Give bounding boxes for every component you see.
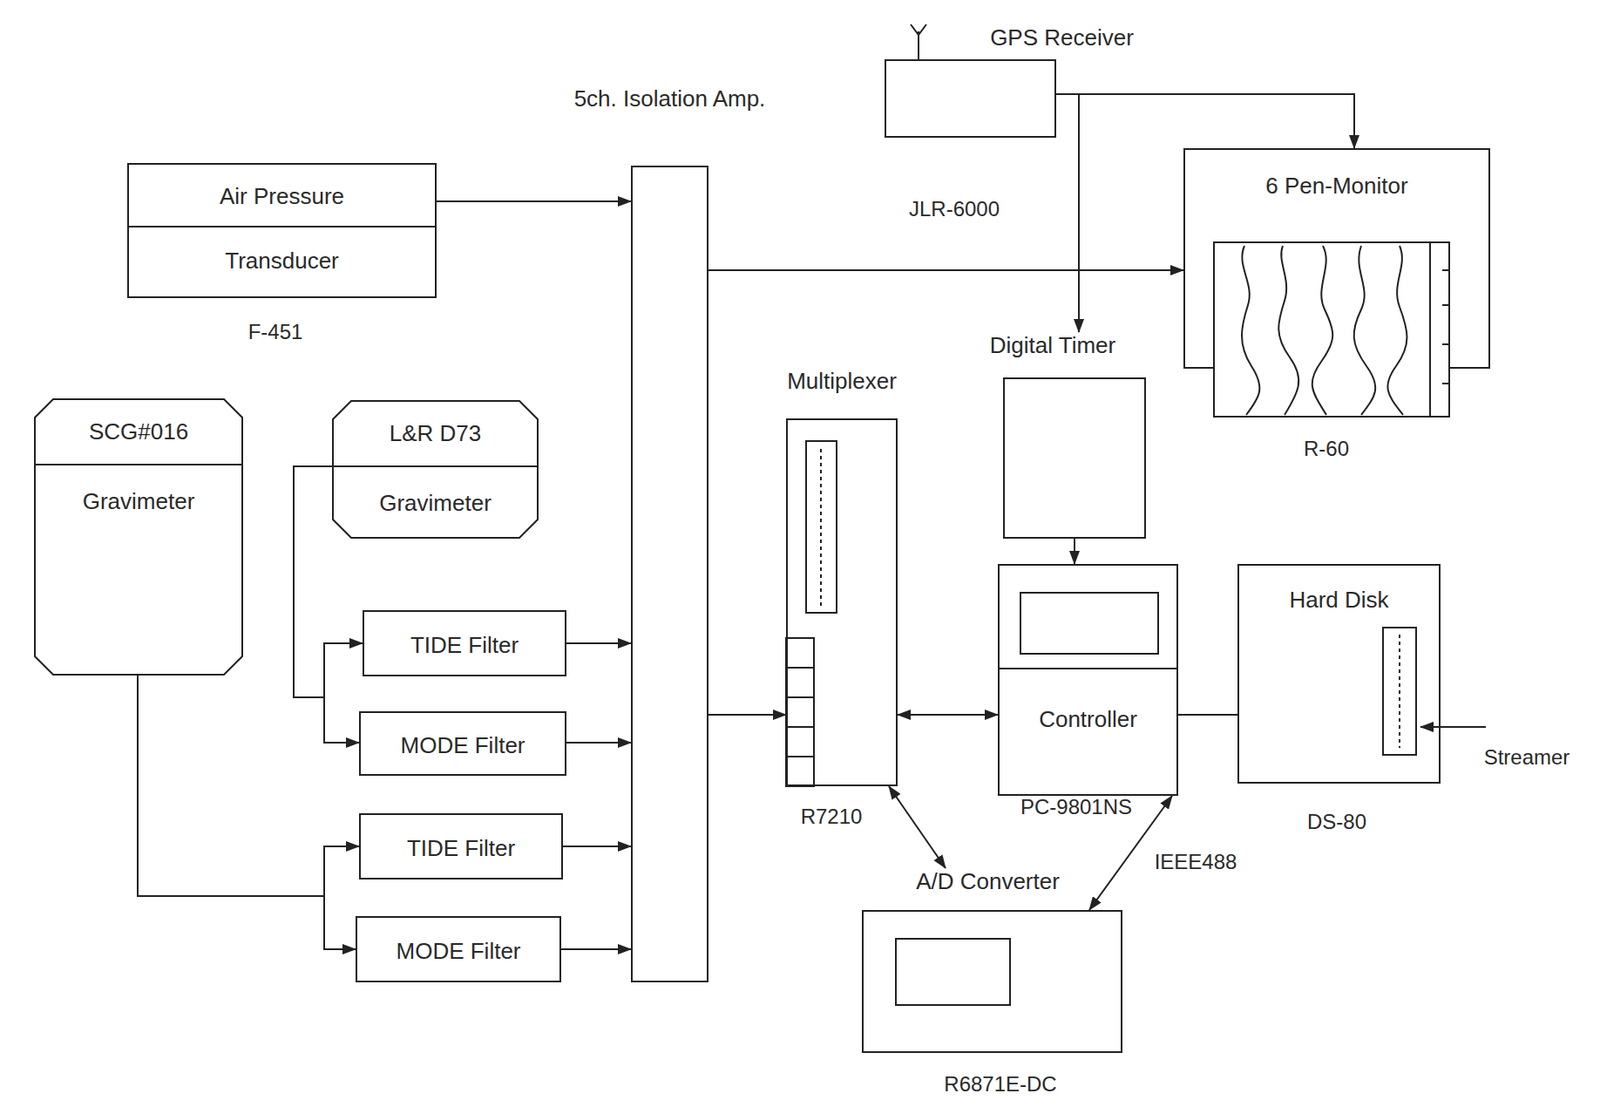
heading-text: 5ch. Isolation Amp. [574,85,767,112]
box-text: TIDE Filter [406,834,516,862]
heading-text: GPS Receiver [989,24,1134,51]
connector [708,713,787,716]
connector [562,845,631,848]
box-text: TIDE Filter [410,631,519,658]
gravimeter: SCG#016Gravimeter [33,398,244,676]
model-number: R7210 [800,804,863,829]
digital-timer: Digital Timer [1003,332,1146,539]
model-number: DS-80 [1307,809,1367,834]
hard-disk: Hard Disk [1237,563,1441,784]
heading-text: Digital Timer [989,332,1116,359]
connector [1056,94,1079,333]
connector [137,675,360,896]
box-frame: MODE Filter [359,711,567,776]
connector [293,466,360,743]
connector [897,713,998,716]
connector [888,786,946,868]
box-text: MODE Filter [396,937,522,964]
multiplexer: Multiplexer [786,367,898,787]
connector [1056,94,1355,149]
connector [708,269,1184,272]
box-frame: SCG#016Gravimeter [33,398,244,676]
heading-text: A/D Converter [915,867,1060,895]
bus-name: IEEE488 [1154,849,1238,875]
box-text: L&R D73 [389,420,482,447]
connector [293,466,363,698]
controller: Controller [997,563,1179,796]
connector [137,675,356,950]
outline-path [1184,149,1490,368]
connector [566,741,631,744]
filter-box: TIDE Filter [362,610,567,677]
box-text: 6 Pen-Monitor [1265,172,1408,199]
gravimeter: L&R D73Gravimeter [332,400,539,539]
multiplexer-panel [786,440,837,787]
box-frame [1003,377,1146,539]
heading-text: Multiplexer [786,367,897,394]
box-text: MODE Filter [400,732,526,759]
box-frame: 6 Pen-Monitor [1183,148,1491,417]
box-text: Gravimeter [379,489,492,516]
pen-monitor: 6 Pen-Monitor [1183,148,1491,417]
box-frame: TIDE Filter [359,813,563,880]
connector [566,642,631,645]
model-number: F-451 [248,319,304,345]
gps-receiver: GPS Receiver [884,24,1057,138]
box-text: Hard Disk [1288,586,1389,613]
box-text: Controller [1038,705,1138,733]
box-frame: TIDE Filter [362,610,567,677]
box-frame: Controller [997,563,1179,796]
model-number: R6871E-DC [943,1071,1057,1097]
model-number: JLR-6000 [908,196,1000,222]
streamer-arrow [1420,725,1486,728]
gps-antenna [910,24,927,60]
divider-line [127,225,437,228]
connector [561,948,631,950]
connector [1073,538,1076,564]
box-text: SCG#016 [88,418,189,445]
connector [1178,713,1238,716]
outline-path [34,399,243,675]
box-frame: Hard Disk [1237,563,1441,784]
isolation-amp: 5ch. Isolation Amp. [630,85,709,983]
disk-slot [1383,627,1417,755]
signal-name: Streamer [1484,745,1571,770]
controller-screen [997,592,1179,669]
connector [436,200,631,203]
filter-box: TIDE Filter [359,813,563,880]
filter-box: MODE Filter [355,915,562,983]
pen-recorder-chart [1213,242,1450,417]
model-number: R-60 [1303,436,1350,462]
converter-screen [895,938,1011,1005]
box-text: Gravimeter [82,488,196,515]
box-frame: L&R D73Gravimeter [332,400,539,539]
box-frame: MODE Filter [355,915,562,983]
box-frame [786,418,898,787]
box-text: Transducer [224,247,339,274]
transducer-box: Air PressureTransducer [127,162,437,299]
outline-path [332,400,538,538]
filter-box: MODE Filter [359,711,567,776]
model-number: PC-9801NS [1020,794,1133,820]
box-frame: Air PressureTransducer [127,162,437,299]
box-frame [630,165,709,983]
box-frame [861,909,1123,1053]
ad-converter: A/D Converter [861,867,1123,1053]
box-frame [884,59,1057,138]
box-text: Air Pressure [219,183,345,210]
